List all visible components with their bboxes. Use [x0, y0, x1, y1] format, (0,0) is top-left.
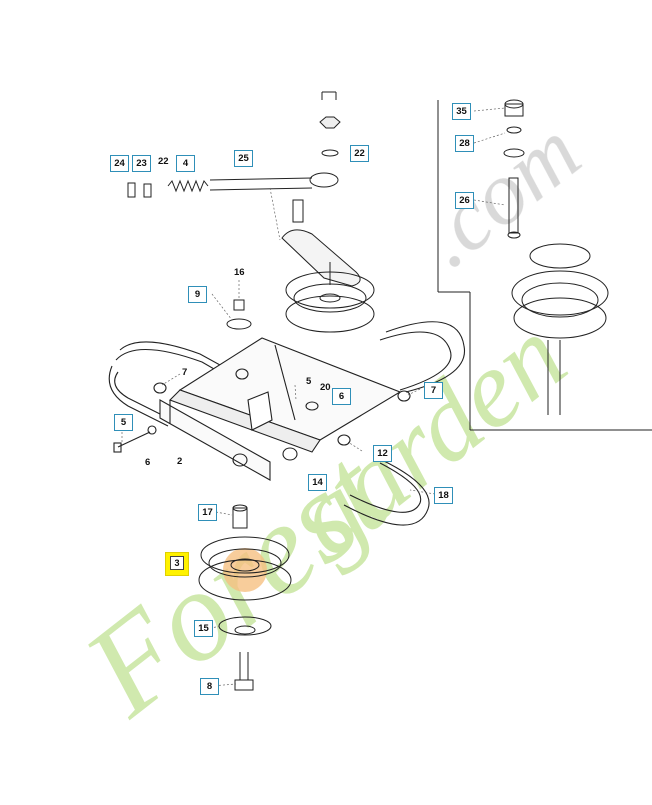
label-16: 16	[234, 267, 245, 278]
callout-8[interactable]: 8	[200, 678, 219, 695]
label-20: 20	[320, 382, 331, 393]
callout-12[interactable]: 12	[373, 445, 392, 462]
label-7: 7	[182, 367, 188, 378]
inset-panel	[437, 99, 652, 431]
frame-and-belts	[108, 321, 466, 526]
callout-3-label: 3	[170, 556, 184, 570]
callout-3-highlighted[interactable]: 3	[165, 552, 189, 576]
label-6: 6	[145, 457, 151, 468]
callout-23[interactable]: 23	[132, 155, 151, 172]
lower-pulley-assembly	[198, 504, 292, 691]
callout-22[interactable]: 22	[350, 145, 369, 162]
callout-7[interactable]: 7	[424, 382, 443, 399]
callout-35[interactable]: 35	[452, 103, 471, 120]
bolt-washer-9	[226, 299, 252, 330]
callout-26[interactable]: 26	[455, 192, 474, 209]
leader-lines	[121, 107, 506, 687]
callout-5[interactable]: 5	[114, 414, 133, 431]
callout-4[interactable]: 4	[176, 155, 195, 172]
callout-18[interactable]: 18	[434, 487, 453, 504]
callout-14[interactable]: 14	[308, 474, 327, 491]
callout-17[interactable]: 17	[198, 504, 217, 521]
callout-28[interactable]: 28	[455, 135, 474, 152]
callout-25[interactable]: 25	[234, 150, 253, 167]
svg-text:.com: .com	[401, 102, 598, 286]
callout-15[interactable]: 15	[194, 620, 213, 637]
label-2: 2	[177, 456, 183, 467]
idler-arm-assembly	[127, 91, 375, 333]
label-5: 5	[306, 376, 312, 387]
callout-6[interactable]: 6	[332, 388, 351, 405]
callout-9[interactable]: 9	[188, 286, 207, 303]
label-22: 22	[158, 156, 169, 167]
callout-24[interactable]: 24	[110, 155, 129, 172]
